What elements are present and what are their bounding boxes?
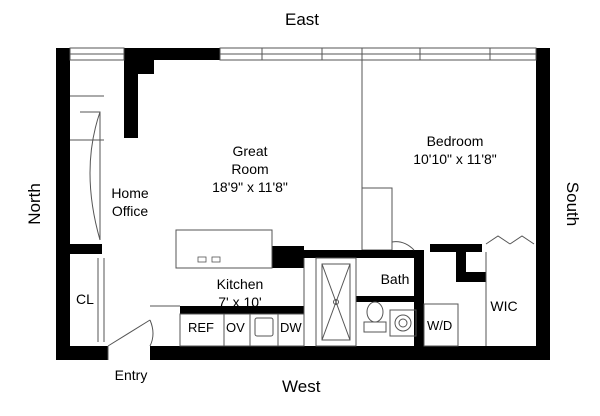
compass-south: South	[563, 181, 583, 227]
great-room-dims: 18'9" x 11'8"	[212, 179, 288, 195]
closet-door	[97, 258, 105, 342]
interior-walls	[56, 244, 550, 346]
bath-door	[391, 241, 415, 251]
entry-label: Entry	[114, 367, 148, 383]
exterior-walls	[56, 48, 550, 360]
great-room-name-line2: Room	[231, 161, 269, 177]
fixture-dw: DW	[280, 320, 302, 335]
compass-north: North	[24, 183, 44, 225]
home-office-name-line2: Office	[111, 203, 149, 219]
kitchen-dims: 7' x 10'	[218, 294, 262, 310]
wic-door	[485, 235, 535, 346]
washer-dryer	[423, 303, 459, 347]
home-office-label: Home Office	[100, 184, 160, 220]
bath-label: Bath	[380, 271, 410, 287]
kitchen-name: Kitchen	[216, 276, 264, 292]
entry-door	[107, 319, 154, 360]
fixture-ref: REF	[188, 320, 214, 335]
kitchen-label: Kitchen 7' x 10'	[200, 275, 280, 311]
great-room-name-line1: Great	[232, 143, 268, 159]
fixture-ov: OV	[226, 320, 245, 335]
kitchen-island	[175, 229, 273, 269]
office-door	[80, 111, 101, 241]
wic-label: WIC	[490, 298, 518, 314]
bedroom-label: Bedroom 10'10" x 11'8"	[400, 132, 510, 168]
home-office-name-line1: Home	[111, 185, 149, 201]
fixture-wd: W/D	[427, 318, 453, 333]
compass-east: East	[285, 10, 320, 29]
shower	[315, 257, 357, 347]
compass-west: West	[282, 377, 321, 396]
bedroom-dims: 10'10" x 11'8"	[413, 151, 497, 167]
bedroom-name: Bedroom	[426, 133, 484, 149]
bath-fixtures	[363, 301, 417, 337]
closet-label: CL	[76, 291, 94, 307]
east-windows	[69, 47, 537, 61]
hall-lines	[150, 258, 305, 346]
kitchen-appliances	[179, 313, 305, 347]
great-room-label: Great Room 18'9" x 11'8"	[200, 142, 300, 196]
